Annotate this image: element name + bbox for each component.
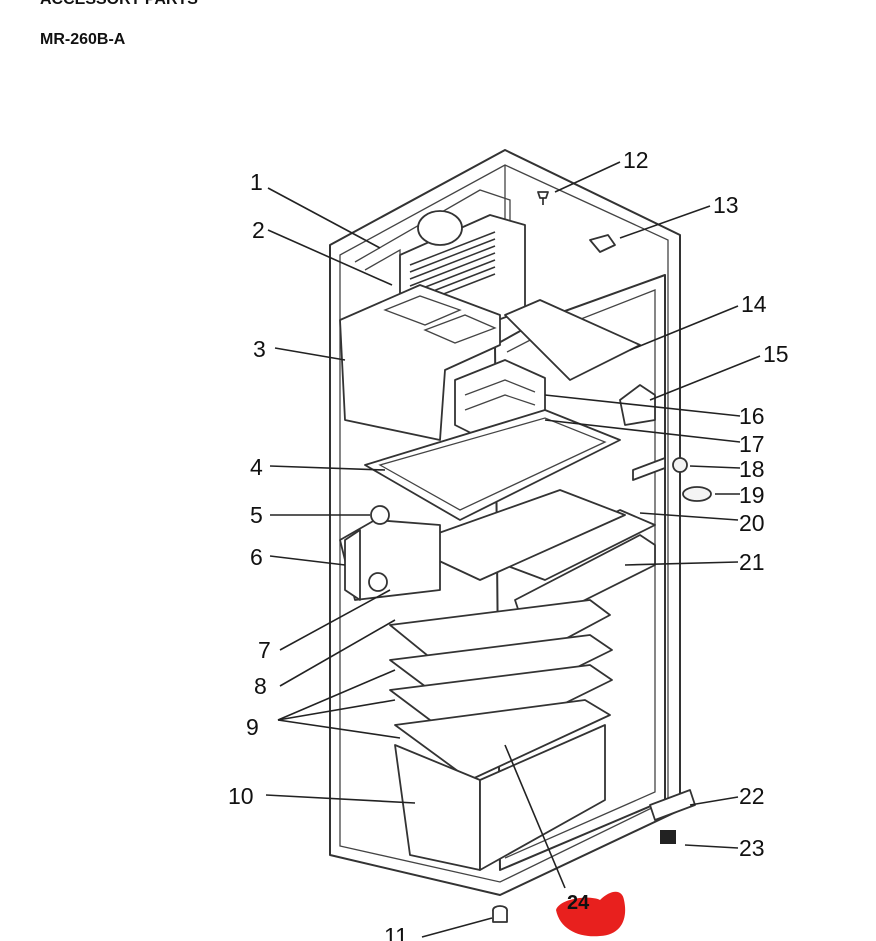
thermostat-bracket xyxy=(339,505,441,601)
callout-18: 18 xyxy=(739,456,765,482)
callout-5: 5 xyxy=(250,502,263,528)
callout-15: 15 xyxy=(763,341,789,367)
callout-22: 22 xyxy=(739,783,765,809)
shelves xyxy=(364,299,656,871)
callout-14: 14 xyxy=(741,291,767,317)
red-highlight-mark xyxy=(556,891,626,937)
callout-16: 16 xyxy=(739,403,765,429)
callout-9: 9 xyxy=(246,714,259,740)
freezer-compartment xyxy=(339,284,501,441)
callout-11: 11 xyxy=(384,923,408,941)
callout-13: 13 xyxy=(713,192,739,218)
callout-19: 19 xyxy=(739,482,765,508)
model-number: MR-260B-A xyxy=(40,31,126,48)
callout-4: 4 xyxy=(250,454,263,480)
callout-23: 23 xyxy=(739,835,765,861)
callout-10: 10 xyxy=(228,783,254,809)
section-title: ACCESSORY PARTS xyxy=(40,0,198,9)
callout-3: 3 xyxy=(253,336,266,362)
callout-2: 2 xyxy=(252,217,265,243)
callout-17: 17 xyxy=(739,431,765,457)
callout-8: 8 xyxy=(254,673,267,699)
leader-lines xyxy=(265,161,761,938)
callout-7: 7 xyxy=(258,637,271,663)
callout-21: 21 xyxy=(739,549,765,575)
callout-12: 12 xyxy=(623,147,649,173)
callout-6: 6 xyxy=(250,544,263,570)
callout-24: 24 xyxy=(567,892,590,914)
callout-1: 1 xyxy=(250,169,263,195)
callout-labels: 1 2 3 4 5 6 7 8 9 10 11 12 13 14 15 16 1… xyxy=(228,147,789,941)
callout-20: 20 xyxy=(739,510,765,536)
